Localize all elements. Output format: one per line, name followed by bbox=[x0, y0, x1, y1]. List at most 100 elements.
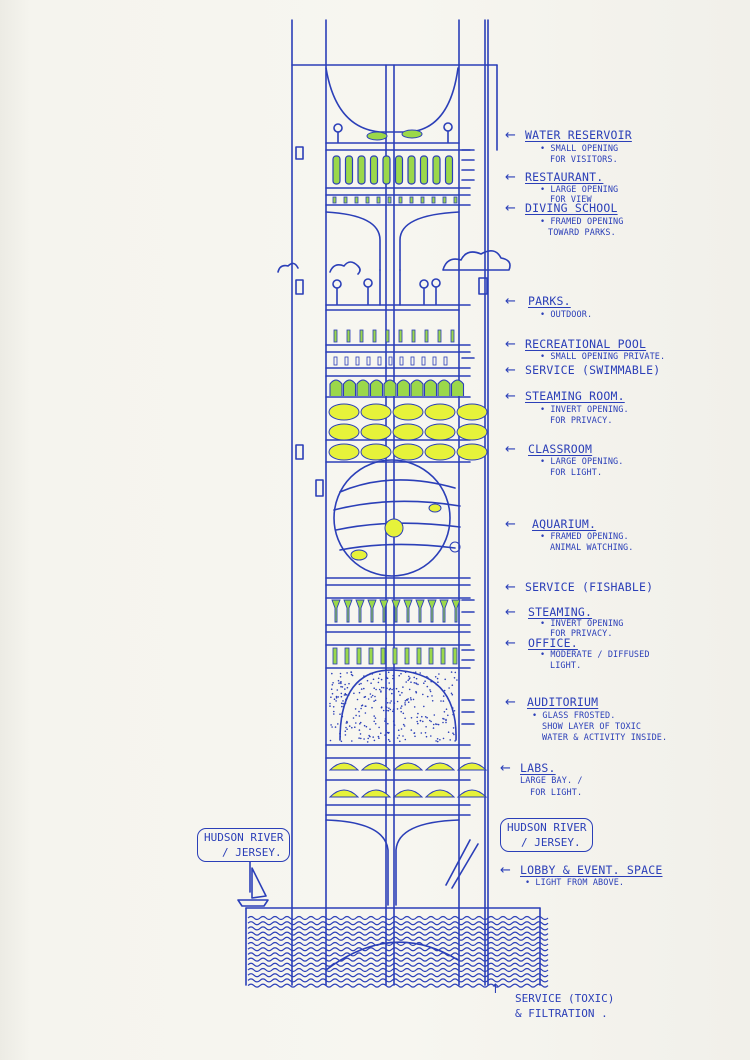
classroom-opening bbox=[424, 423, 456, 441]
label-restaurant: Restaurant. bbox=[525, 170, 604, 184]
service-window bbox=[410, 356, 415, 366]
restaurant-window bbox=[369, 155, 379, 185]
frosted-dot bbox=[395, 687, 398, 690]
frosted-dot bbox=[447, 731, 450, 733]
service-window bbox=[399, 356, 404, 366]
classroom-opening bbox=[360, 423, 392, 441]
note-water-reservoir-2: for visitors. bbox=[550, 155, 618, 165]
frosted-dot bbox=[344, 734, 347, 736]
frosted-dot bbox=[407, 679, 410, 682]
frosted-dot bbox=[449, 739, 452, 741]
lab-bay bbox=[360, 789, 392, 798]
frosted-dot bbox=[416, 716, 419, 719]
frosted-dot bbox=[426, 716, 428, 719]
note-restaurant-1: • Large opening bbox=[540, 185, 619, 195]
label-labs: Labs. bbox=[520, 761, 556, 775]
restaurant-window bbox=[382, 155, 391, 185]
frosted-dot bbox=[454, 740, 456, 742]
note-steaming-2: for privacy. bbox=[550, 629, 613, 639]
frosted-dot bbox=[451, 693, 454, 696]
frosted-dot bbox=[340, 685, 342, 688]
frosted-dot bbox=[385, 729, 388, 732]
frosted-dot bbox=[352, 717, 355, 719]
frosted-dot bbox=[443, 689, 446, 692]
frosted-dot bbox=[431, 700, 434, 702]
frosted-dot bbox=[435, 683, 438, 686]
arrow-recreational-pool: ← bbox=[505, 337, 516, 352]
frosted-dot bbox=[413, 732, 416, 734]
frosted-dot bbox=[419, 719, 422, 722]
frosted-dot bbox=[427, 677, 429, 679]
frosted-dot bbox=[434, 676, 437, 678]
office-window bbox=[356, 647, 362, 665]
frosted-dot bbox=[337, 679, 340, 682]
frosted-dot bbox=[371, 706, 373, 709]
frosted-dot bbox=[396, 708, 399, 710]
frosted-dot bbox=[413, 671, 415, 674]
frosted-dot bbox=[330, 696, 332, 698]
aquarium-fish bbox=[350, 549, 368, 561]
frosted-dot bbox=[336, 689, 339, 691]
frosted-dot bbox=[404, 717, 406, 720]
frosted-dot bbox=[386, 687, 388, 690]
arrow-labs: ← bbox=[500, 761, 511, 776]
frosted-dot bbox=[346, 728, 348, 730]
frosted-dot bbox=[342, 702, 345, 705]
frosted-dot bbox=[359, 721, 362, 724]
diving-pool-funnel bbox=[325, 211, 460, 271]
note-office-1: • Moderate / diffused bbox=[540, 650, 650, 660]
frosted-dot bbox=[431, 680, 434, 683]
frosted-dot bbox=[379, 673, 381, 675]
frosted-dot bbox=[442, 721, 444, 724]
note-aquarium-1: • Framed opening. bbox=[540, 532, 629, 542]
diving-window bbox=[431, 196, 436, 204]
frosted-dot bbox=[339, 676, 342, 678]
pool-window bbox=[346, 329, 351, 343]
diving-window bbox=[420, 196, 425, 204]
frosted-dot bbox=[448, 687, 450, 689]
frosted-dot bbox=[384, 734, 386, 736]
restaurant-window bbox=[394, 155, 404, 185]
frosted-dot bbox=[456, 679, 458, 681]
frosted-dot bbox=[358, 729, 361, 731]
frosted-dot bbox=[371, 673, 374, 675]
label-recreational-pool: Recreational Pool bbox=[525, 337, 647, 351]
frosted-dot bbox=[399, 740, 401, 743]
note-labs-2: for light. bbox=[530, 788, 583, 798]
diving-window bbox=[332, 196, 337, 204]
water-wave bbox=[247, 921, 549, 926]
reservoir-trees bbox=[333, 122, 453, 143]
frosted-dot bbox=[330, 688, 333, 690]
frosted-dot bbox=[417, 722, 419, 725]
frosted-dot bbox=[425, 726, 427, 728]
frosted-dot bbox=[452, 732, 454, 734]
frosted-dot bbox=[442, 717, 444, 720]
frosted-dot bbox=[346, 720, 348, 723]
frosted-dot bbox=[340, 682, 342, 685]
arrow-service-fishable: ← bbox=[505, 580, 516, 595]
office-window bbox=[440, 647, 446, 665]
cloud-left bbox=[277, 262, 299, 273]
frosted-dot bbox=[413, 682, 416, 684]
inverted-opening bbox=[391, 599, 401, 623]
frosted-dot bbox=[333, 713, 335, 715]
frosted-dot bbox=[360, 705, 363, 707]
pool-window bbox=[450, 329, 455, 343]
frosted-dot bbox=[339, 681, 342, 683]
frosted-dot bbox=[407, 698, 409, 700]
frosted-dot bbox=[389, 702, 391, 704]
office-window bbox=[344, 647, 350, 665]
label-water-reservoir: Water Reservoir bbox=[525, 128, 632, 142]
water-wave bbox=[247, 962, 549, 967]
frosted-dot bbox=[340, 695, 343, 698]
inverted-opening bbox=[403, 599, 413, 623]
frosted-dot bbox=[363, 724, 366, 727]
frosted-dot bbox=[422, 720, 424, 723]
cloud-center bbox=[329, 261, 361, 275]
arch-opening bbox=[329, 379, 343, 396]
lobby-funnel bbox=[325, 819, 460, 906]
office-window bbox=[392, 647, 398, 665]
frosted-dot bbox=[445, 708, 448, 710]
label-service-swimmable: Service (swimmable) bbox=[525, 363, 661, 377]
frosted-dot bbox=[351, 726, 353, 729]
